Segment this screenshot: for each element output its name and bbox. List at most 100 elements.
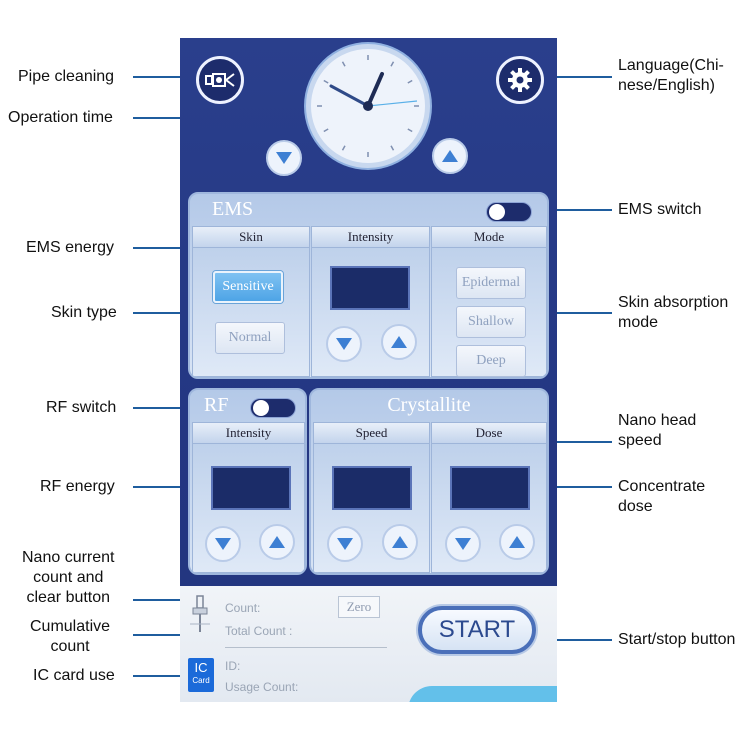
time-decrease-button[interactable]: [266, 140, 302, 176]
up-triangle-icon: [442, 150, 458, 162]
leader-rf-energy: [133, 486, 211, 488]
down-triangle-icon: [215, 538, 231, 550]
rf-intensity-header: Intensity: [193, 423, 304, 444]
callout-language: Language(Chi- nese/English): [618, 57, 724, 94]
leader-pipe: [133, 76, 208, 78]
ems-switch[interactable]: [486, 202, 532, 222]
callout-concentrate-dose: Concentrate dose: [618, 478, 706, 515]
total-count-underline: [225, 647, 387, 648]
total-count-label: Total Count :: [225, 624, 293, 638]
dose-up-button[interactable]: [499, 524, 535, 560]
leader-nano-current: [133, 599, 198, 601]
callout-nano-head-speed: Nano head speed: [618, 412, 697, 449]
leader-start: [538, 639, 612, 641]
bottom-status-bar: Count: Zero Total Count : IC Card ID: Us…: [180, 586, 557, 702]
ems-intensity-up-button[interactable]: [381, 324, 417, 360]
down-triangle-icon: [276, 152, 292, 164]
gear-icon: [508, 68, 532, 92]
up-triangle-icon: [509, 536, 525, 548]
ems-skin-header: Skin: [193, 227, 309, 248]
callout-rf-energy: RF energy: [40, 478, 115, 495]
callout-ems-energy: EMS energy: [26, 239, 115, 256]
ems-skin-column: Skin Sensitive Normal: [192, 226, 310, 377]
ems-title: EMS: [212, 198, 254, 220]
callout-nano-current: Nano current count and clear button: [22, 549, 115, 606]
mode-shallow-button[interactable]: Shallow: [456, 306, 526, 338]
callout-ic-card: IC card use: [33, 667, 115, 684]
callout-operation-time: Operation time: [8, 109, 113, 126]
leader-language: [540, 76, 612, 78]
rf-intensity-display: [211, 466, 291, 510]
language-settings-button[interactable]: [496, 56, 544, 104]
ic-card-icon-top: IC: [194, 660, 208, 675]
id-label: ID:: [225, 659, 241, 673]
hour-hand: [366, 72, 384, 108]
callout-skin-absorption: Skin absorption mode: [618, 294, 729, 331]
operation-time-clock[interactable]: [306, 44, 430, 168]
zero-button[interactable]: Zero: [338, 596, 380, 618]
crystallite-panel: Crystallite Speed Dose: [309, 388, 549, 575]
down-triangle-icon: [337, 538, 353, 550]
speed-down-button[interactable]: [327, 526, 363, 562]
ems-panel: EMS Skin Sensitive Normal Intensity Mode…: [188, 192, 549, 379]
usage-count-label: Usage Count:: [225, 680, 299, 694]
rf-intensity-up-button[interactable]: [259, 524, 295, 560]
down-triangle-icon: [455, 538, 471, 550]
crystallite-speed-header: Speed: [314, 423, 429, 444]
callout-rf-switch: RF switch: [46, 399, 117, 416]
crystallite-title: Crystallite: [387, 394, 471, 416]
mode-epidermal-button[interactable]: Epidermal: [456, 267, 526, 299]
dose-display: [450, 466, 530, 510]
leader-ic-card: [133, 675, 195, 677]
minute-hand: [329, 84, 370, 108]
clock-face: [317, 55, 419, 157]
ic-card-icon-bottom: Card: [192, 676, 210, 685]
ems-mode-column: Mode Epidermal Shallow Deep: [431, 226, 547, 377]
skin-normal-button[interactable]: Normal: [215, 322, 285, 354]
rf-panel: RF Intensity: [188, 388, 307, 575]
down-triangle-icon: [336, 338, 352, 350]
up-triangle-icon: [392, 536, 408, 548]
nano-head-icon[interactable]: [188, 594, 212, 634]
second-hand: [367, 100, 418, 107]
speed-up-button[interactable]: [382, 524, 418, 560]
up-triangle-icon: [269, 536, 285, 548]
start-stop-button[interactable]: START: [418, 606, 536, 654]
ems-mode-header: Mode: [432, 227, 546, 248]
ems-intensity-display: [330, 266, 410, 310]
crystallite-dose-column: Dose: [431, 422, 547, 573]
time-increase-button[interactable]: [432, 138, 468, 174]
leader-rf-switch: [133, 407, 201, 409]
callout-ems-switch: EMS switch: [618, 201, 702, 218]
callout-start-stop: Start/stop button: [618, 631, 736, 648]
corner-accent: [408, 686, 557, 702]
leader-dose: [527, 486, 612, 488]
up-triangle-icon: [391, 336, 407, 348]
device-screen: EMS Skin Sensitive Normal Intensity Mode…: [180, 38, 557, 702]
ems-switch-knob: [489, 204, 505, 220]
ems-intensity-header: Intensity: [312, 227, 429, 248]
ic-card-icon: IC Card: [188, 658, 214, 692]
callout-pipe-cleaning: Pipe cleaning: [18, 68, 115, 85]
callout-cumulative: Cumulative count: [30, 618, 111, 655]
dose-down-button[interactable]: [445, 526, 481, 562]
skin-sensitive-button[interactable]: Sensitive: [213, 271, 283, 303]
crystallite-speed-column: Speed: [313, 422, 430, 573]
count-label: Count:: [225, 601, 261, 615]
pipe-cleaning-icon: [205, 73, 235, 87]
rf-title: RF: [204, 394, 229, 416]
rf-switch[interactable]: [250, 398, 296, 418]
ems-intensity-column: Intensity: [311, 226, 430, 377]
ems-intensity-down-button[interactable]: [326, 326, 362, 362]
rf-intensity-down-button[interactable]: [205, 526, 241, 562]
crystallite-dose-header: Dose: [432, 423, 546, 444]
callout-skin-type: Skin type: [51, 304, 117, 321]
leader-skin-absorption: [523, 312, 612, 314]
rf-intensity-column: Intensity: [192, 422, 305, 573]
leader-skin-type: [133, 312, 213, 314]
speed-display: [332, 466, 412, 510]
mode-deep-button[interactable]: Deep: [456, 345, 526, 377]
leader-ems-switch: [522, 209, 612, 211]
rf-switch-knob: [253, 400, 269, 416]
pipe-cleaning-button[interactable]: [196, 56, 244, 104]
